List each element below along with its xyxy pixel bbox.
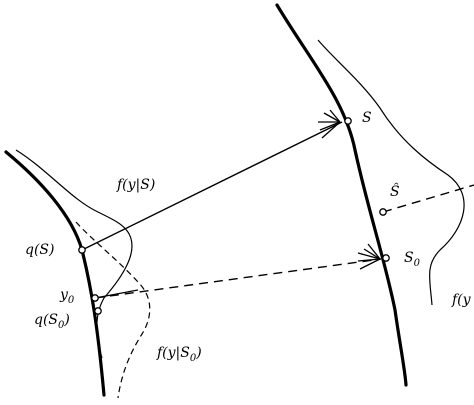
label-qS0-close: ) — [63, 312, 69, 328]
arrow-qS-to-S — [81, 121, 343, 251]
point-qS — [78, 246, 86, 254]
label-S0-sub: 0 — [414, 258, 421, 269]
point-qS0 — [94, 307, 102, 315]
density-f-y-given-S0 — [75, 221, 151, 399]
left-manifold-curve — [4, 150, 106, 397]
point-S0 — [382, 254, 390, 262]
arrow-y0-to-S0 — [94, 258, 382, 299]
segment-y0-qS0 — [94, 289, 139, 299]
arrowhead-S0 — [357, 243, 381, 270]
label-qS0-sub: 0 — [58, 320, 65, 331]
label-S: S — [362, 110, 372, 126]
label-qS0-open: q(S — [34, 312, 58, 328]
label-y0-base: y — [59, 287, 69, 303]
arrowhead-S — [318, 109, 341, 139]
dashed-line-Shat — [382, 184, 474, 213]
label-f-y-given-S: f(y|S) — [116, 177, 155, 193]
label-f-y-given-S0: f(y|S0) — [156, 345, 202, 364]
right-manifold-curve — [275, 3, 408, 387]
label-fyS0-sub: 0 — [190, 353, 197, 364]
label-S0-base: S — [404, 250, 414, 266]
label-fyS0-close: ) — [195, 345, 201, 361]
density-f-y-right — [317, 39, 465, 306]
label-y0-sub: 0 — [68, 295, 75, 306]
label-f-y-right: f(y — [451, 292, 472, 308]
label-fyS0-open: f(y|S — [156, 345, 190, 361]
point-S — [344, 117, 352, 125]
point-S-hat — [379, 208, 387, 216]
label-y0: y0 — [59, 287, 75, 306]
label-qS0: q(S0) — [34, 312, 70, 331]
label-qS: q(S) — [25, 242, 54, 258]
label-S0: S0 — [404, 250, 421, 269]
label-S-hat: Ŝ — [390, 182, 400, 200]
point-y0 — [91, 294, 99, 302]
